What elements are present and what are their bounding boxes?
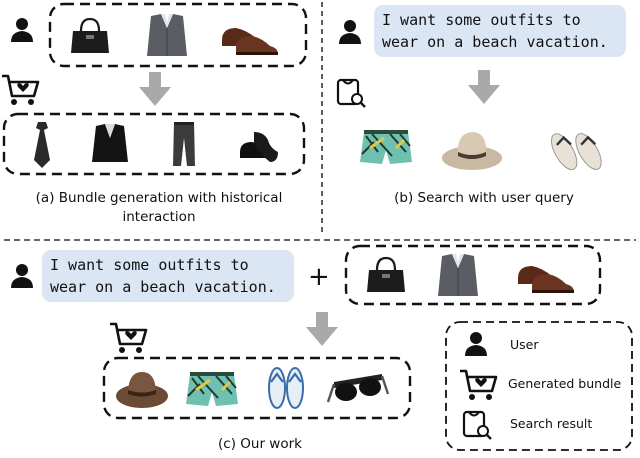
legend-search-label: Search result — [510, 416, 593, 431]
caption-b: (b) Search with user query — [394, 190, 574, 206]
pants-item — [173, 122, 195, 166]
history-items-box — [48, 2, 308, 68]
query-bubble-c: I want some outfits to wear on a beach v… — [42, 250, 294, 302]
shopping-cart-heart-icon — [0, 74, 40, 107]
query-bubble-b: I want some outfits to wear on a beach v… — [374, 5, 626, 57]
caption-a-line1: (a) Bundle generation with historical — [35, 190, 283, 206]
down-arrow — [306, 312, 338, 346]
gray-suit-item — [146, 13, 188, 57]
legend-search-icon — [462, 410, 493, 441]
tie-item — [34, 122, 50, 168]
legend-user-label: User — [510, 337, 539, 352]
fedora-hat-item — [116, 372, 168, 408]
down-arrow — [139, 72, 171, 106]
bundle-box-a — [2, 112, 306, 176]
plus-sign: + — [308, 262, 330, 292]
gray-suit-item — [437, 253, 479, 297]
user-icon — [339, 20, 361, 44]
beach-shorts-item — [358, 128, 414, 166]
brown-shoes-item — [222, 28, 278, 55]
user-icon — [11, 264, 33, 288]
down-arrow — [468, 70, 500, 104]
sun-hat-item — [442, 132, 502, 170]
legend-cart-icon — [458, 369, 498, 402]
sunglasses-item — [326, 372, 390, 404]
user-icon — [11, 18, 33, 42]
shopping-cart-heart-icon — [108, 322, 148, 355]
beach-shorts-item — [184, 370, 240, 408]
legend-bundle-label: Generated bundle — [508, 376, 622, 391]
flip-flops-item — [544, 122, 609, 182]
legend-box — [445, 321, 633, 451]
brown-shoes-item — [518, 266, 574, 293]
search-result-icon — [336, 78, 367, 109]
history-items-box-c — [344, 244, 602, 306]
flip-flops-item — [267, 366, 305, 410]
caption-a-line2: interaction — [122, 209, 196, 225]
handbag-item — [69, 17, 111, 55]
black-suit-item — [92, 124, 128, 162]
black-shoes-item — [240, 132, 278, 162]
handbag-item — [365, 256, 407, 294]
legend-user-icon — [465, 332, 487, 356]
caption-c: (c) Our work — [218, 436, 302, 452]
